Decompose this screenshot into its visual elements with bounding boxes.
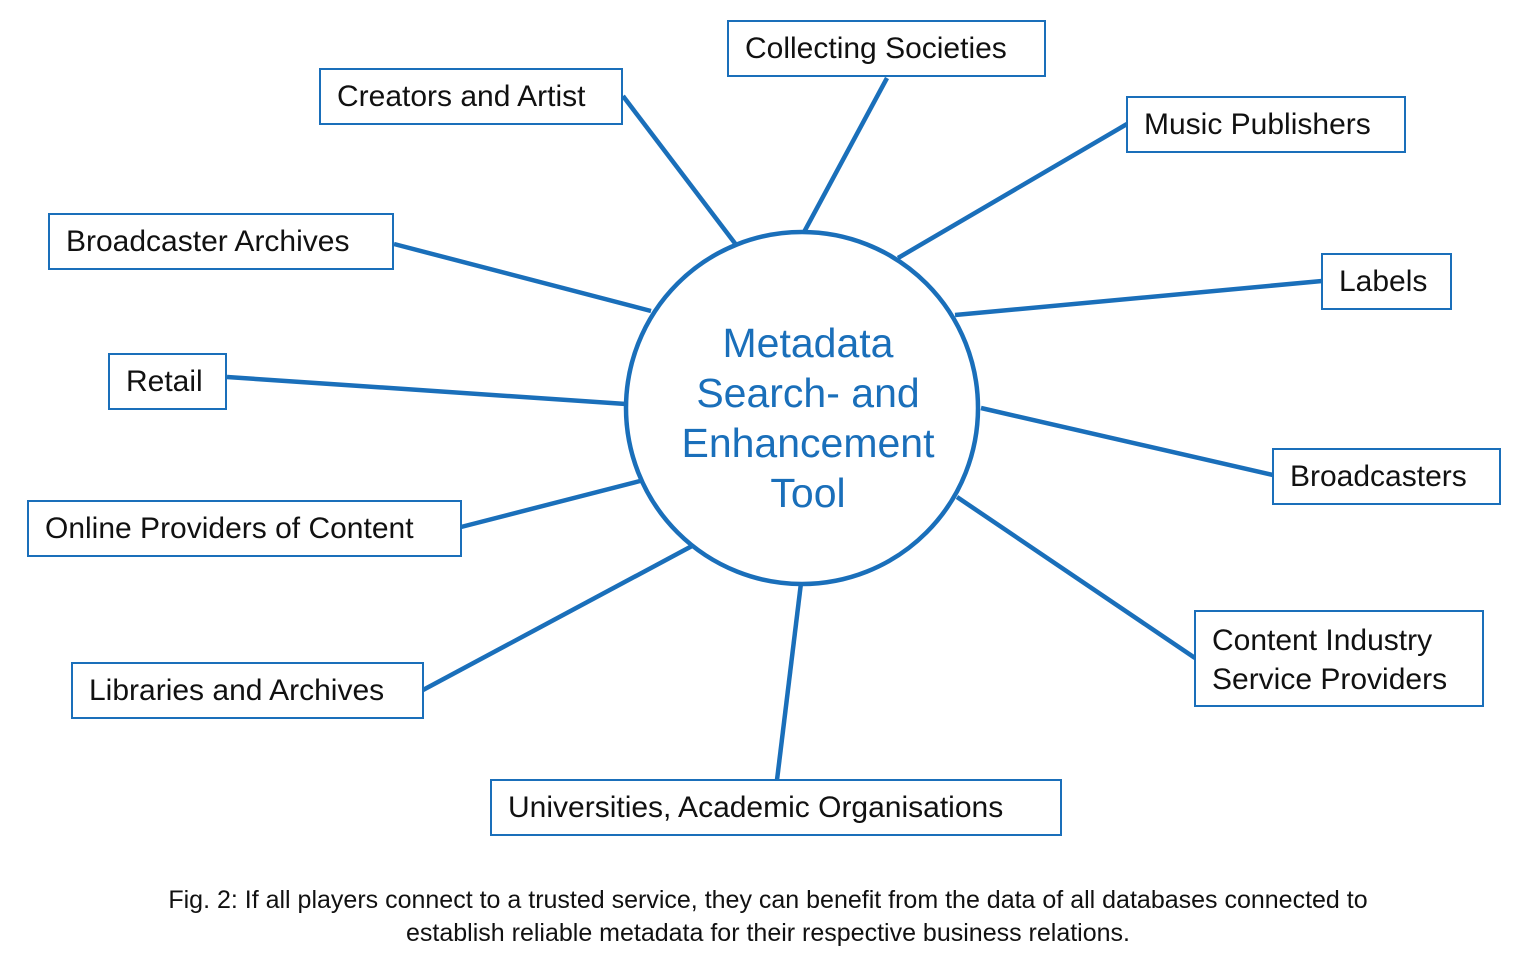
figure-caption: Fig. 2: If all players connect to a trus… (60, 884, 1476, 950)
hub-circle (623, 229, 981, 587)
hub-label: Metadata Search- and Enhancement Tool (628, 318, 988, 518)
node-music-publishers-label: Music Publishers (1144, 108, 1371, 141)
node-labels-label: Labels (1339, 265, 1428, 298)
node-broadcasters-label: Broadcasters (1290, 460, 1467, 493)
node-broadcaster-archives-label: Broadcaster Archives (66, 225, 350, 258)
connector-content-industry (955, 495, 1197, 660)
node-universities-label: Universities, Academic Organisations (508, 791, 1004, 824)
node-broadcaster-archives: Broadcaster Archives (48, 213, 394, 270)
node-libraries-archives: Libraries and Archives (71, 662, 424, 719)
node-creators-and-artist-label: Creators and Artist (337, 80, 586, 113)
hub-label-line-2: Search- and (696, 370, 920, 416)
connector-labels (954, 278, 1323, 318)
hub-label-line-3: Enhancement (681, 420, 935, 466)
node-collecting-societies-label: Collecting Societies (745, 32, 1007, 65)
node-music-publishers: Music Publishers (1126, 96, 1406, 153)
connector-broadcasters (980, 405, 1274, 478)
node-online-providers-label: Online Providers of Content (45, 512, 414, 545)
node-content-industry: Content Industry Service Providers (1194, 610, 1484, 707)
connector-universities (774, 582, 804, 781)
connector-creators-and-artist (621, 94, 739, 248)
connector-collecting-societies (801, 76, 889, 236)
figure-caption-line-1: Fig. 2: If all players connect to a trus… (168, 886, 1368, 914)
node-retail: Retail (108, 353, 227, 410)
connector-music-publishers (896, 122, 1129, 260)
node-online-providers: Online Providers of Content (27, 500, 462, 557)
node-broadcasters: Broadcasters (1272, 448, 1501, 505)
node-libraries-archives-label: Libraries and Archives (89, 674, 385, 707)
connector-retail (226, 374, 627, 407)
node-creators-and-artist: Creators and Artist (319, 68, 623, 125)
figure-caption-line-2: establish reliable metadata for their re… (406, 919, 1130, 947)
node-labels: Labels (1321, 253, 1452, 310)
node-content-industry-label-2: Service Providers (1212, 663, 1448, 696)
node-collecting-societies: Collecting Societies (727, 20, 1046, 77)
connector-broadcaster-archives (393, 241, 652, 314)
connector-online-providers (460, 478, 641, 530)
connector-libraries-archives (421, 544, 694, 692)
node-retail-label: Retail (126, 365, 203, 398)
hub-label-line-1: Metadata (722, 320, 894, 366)
node-universities: Universities, Academic Organisations (490, 779, 1062, 836)
hub-label-line-4: Tool (770, 470, 846, 516)
node-content-industry-label-1: Content Industry (1212, 624, 1433, 657)
